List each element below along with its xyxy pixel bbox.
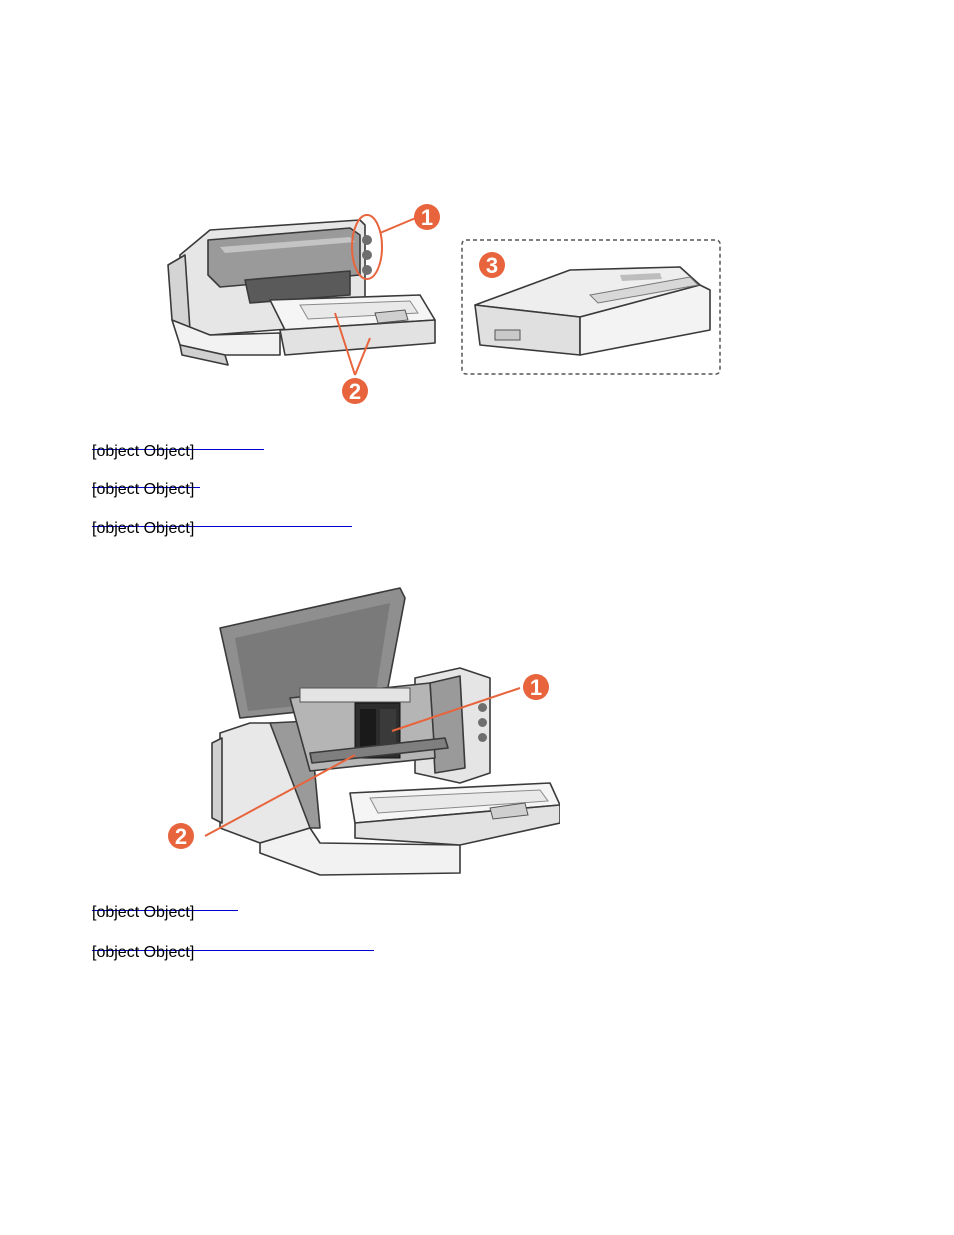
printer-interior-illustration: 1 2 xyxy=(168,587,560,876)
link-paper-trays[interactable]: [object Object] xyxy=(92,481,200,498)
svg-text:1: 1 xyxy=(421,205,433,230)
svg-text:3: 3 xyxy=(486,253,498,278)
callout-badge-2: 2 xyxy=(342,378,368,404)
svg-text:2: 2 xyxy=(175,824,187,849)
link-print-cartridge-cradle[interactable]: [object Object] xyxy=(92,944,374,961)
link-buttons-and-lights[interactable]: [object Object] xyxy=(92,443,264,460)
callout-badge-1: 1 xyxy=(523,674,549,700)
callout-badge-2: 2 xyxy=(168,823,194,849)
printer-front-view xyxy=(167,214,436,376)
printer-exterior-illustration: 1 2 3 xyxy=(167,204,721,404)
svg-text:2: 2 xyxy=(349,379,361,404)
callout-badge-3: 3 xyxy=(479,252,505,278)
optional-accessory-inset xyxy=(461,239,721,375)
link-print-cartridges[interactable]: [object Object] xyxy=(92,904,238,921)
callout-badge-1: 1 xyxy=(414,204,440,230)
printer-open-cover-view xyxy=(204,587,560,876)
link-optional-accessory[interactable]: [object Object] xyxy=(92,520,352,537)
svg-text:1: 1 xyxy=(530,675,542,700)
